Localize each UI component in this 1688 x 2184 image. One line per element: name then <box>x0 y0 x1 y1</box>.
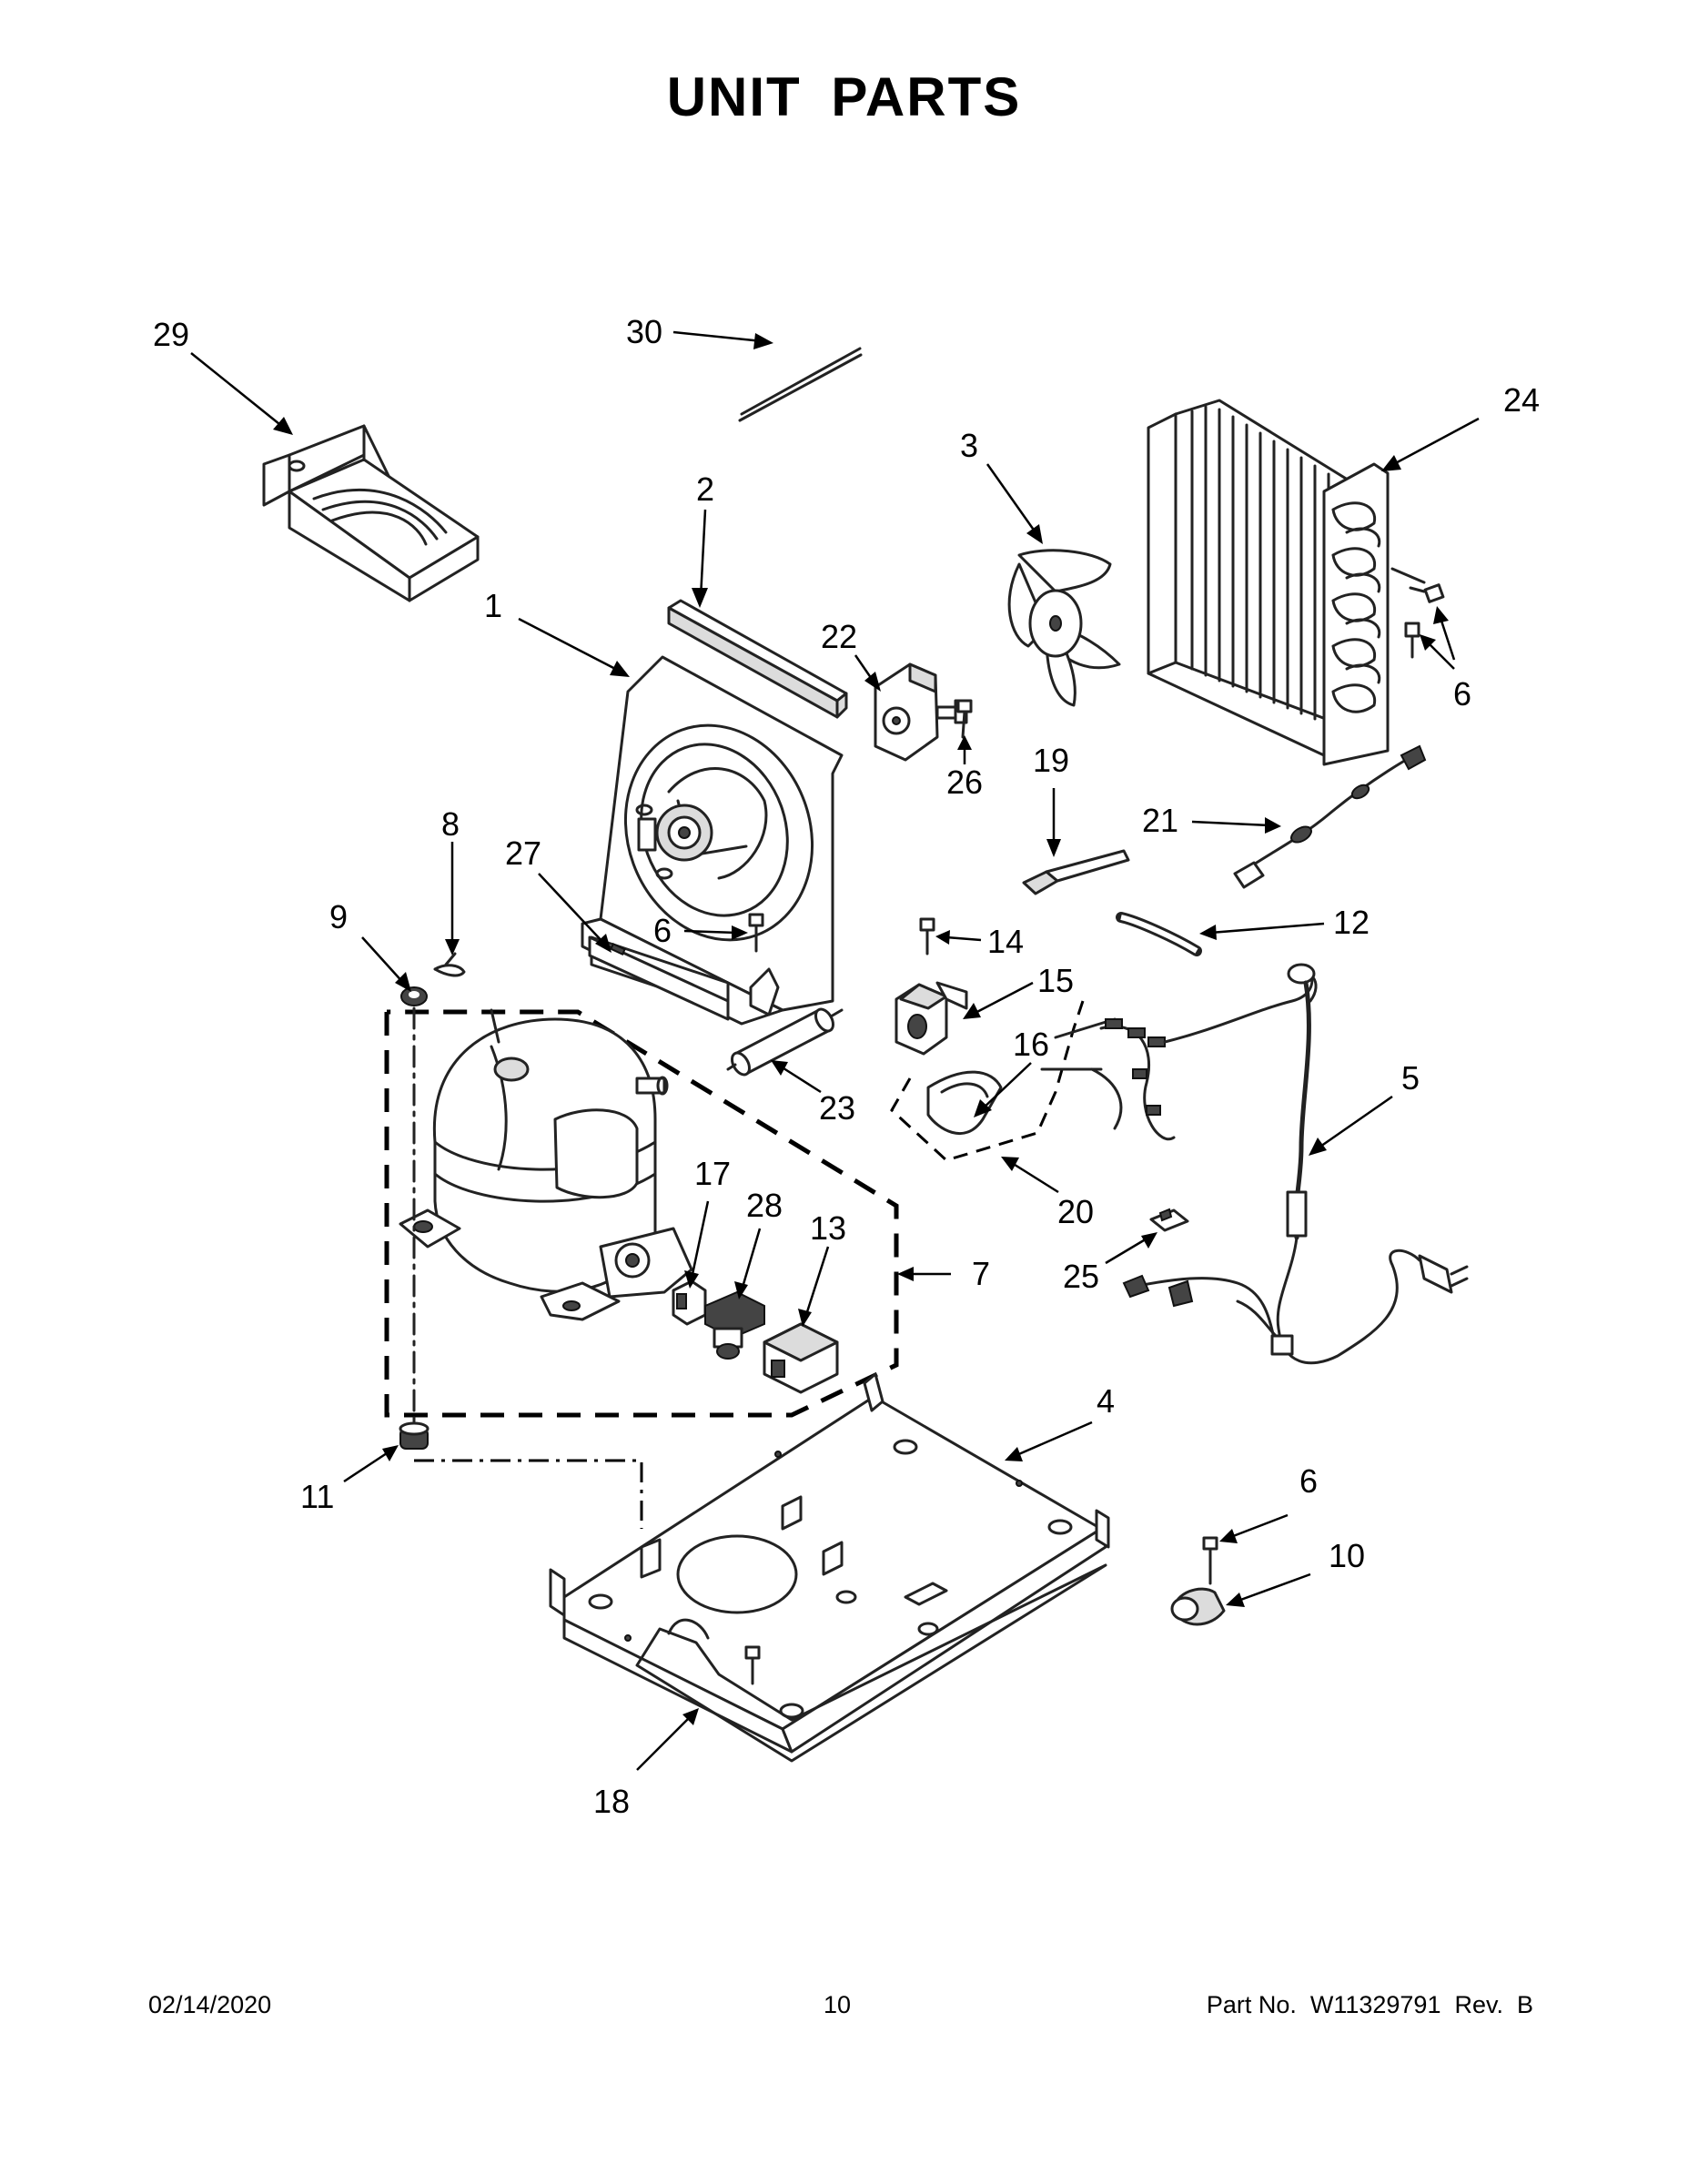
callout-6-shroud: 6 <box>653 912 672 949</box>
callout-15: 15 <box>1037 962 1074 999</box>
callout-17: 17 <box>694 1155 731 1192</box>
compressor-part <box>399 1008 693 1321</box>
grommet-part-9 <box>400 986 428 1006</box>
page-title: UNIT PARTS <box>666 66 1022 127</box>
screw-part-14 <box>919 917 935 956</box>
callout-20: 20 <box>1057 1193 1094 1230</box>
callout-11: 11 <box>300 1478 334 1515</box>
screw-part-26 <box>956 699 973 739</box>
drier-part <box>726 1007 844 1077</box>
wire-harness-part <box>1233 744 1427 889</box>
alignment-line <box>414 1459 643 1529</box>
callout-12: 12 <box>1333 904 1370 941</box>
grommet-part-11 <box>399 1006 430 1450</box>
callout-29: 29 <box>153 316 189 353</box>
screw-part-c <box>744 1645 761 1685</box>
callout-4: 4 <box>1097 1382 1115 1420</box>
wiring-group-part <box>890 972 1314 1162</box>
clip-part-25 <box>1149 1208 1189 1232</box>
fan-motor-part <box>874 662 968 762</box>
power-cord-harness-part <box>1122 963 1469 1365</box>
callout-9: 9 <box>329 898 348 935</box>
callout-21: 21 <box>1142 802 1178 839</box>
callout-23: 23 <box>819 1089 855 1127</box>
callout-27: 27 <box>505 834 541 872</box>
solenoid-valve-part <box>895 981 968 1056</box>
shroud-bracket-part <box>588 935 780 1021</box>
callout-24: 24 <box>1503 381 1540 419</box>
callout-6-base: 6 <box>1299 1462 1318 1500</box>
callout-5: 5 <box>1401 1059 1420 1097</box>
callout-14: 14 <box>987 923 1024 960</box>
callout-19: 19 <box>1033 742 1069 779</box>
footer-part-number: Part No. W11329791 Rev. B <box>1206 1991 1533 2018</box>
leader-lines <box>190 330 1480 1771</box>
clamp-part-10 <box>1170 1587 1226 1626</box>
callout-6-condenser: 6 <box>1453 675 1471 713</box>
callout-13: 13 <box>810 1209 846 1247</box>
compressor-kit-outline <box>384 1009 899 1418</box>
callout-16: 16 <box>1013 1026 1049 1063</box>
callout-30: 30 <box>626 313 662 350</box>
callout-18: 18 <box>593 1783 630 1820</box>
relay-part-17 <box>672 1279 707 1326</box>
footer-page-number: 10 <box>823 1991 852 2018</box>
callout-28: 28 <box>746 1187 783 1224</box>
callout-3: 3 <box>960 427 978 464</box>
callout-26: 26 <box>946 763 983 801</box>
callout-7: 7 <box>972 1255 990 1292</box>
callout-2: 2 <box>696 470 714 508</box>
base-insulation-part <box>635 1563 1107 1763</box>
callout-1: 1 <box>484 587 502 624</box>
wire-tie-part <box>738 347 863 422</box>
overload-part-28 <box>704 1290 765 1360</box>
tie-strap-part <box>1022 849 1130 895</box>
callout-22: 22 <box>821 618 857 655</box>
callout-10: 10 <box>1329 1537 1365 1574</box>
fan-blade-part <box>1007 549 1121 707</box>
clip-part-8 <box>433 952 466 977</box>
screw-part-a <box>748 913 764 953</box>
base-pan-part <box>549 1372 1110 1754</box>
screw-part-d <box>1202 1536 1218 1585</box>
callout-25: 25 <box>1063 1258 1099 1295</box>
foam-strip-part <box>667 599 848 719</box>
condenser-part <box>1147 399 1426 766</box>
callout-8: 8 <box>441 805 460 843</box>
capacitor-part-13 <box>763 1322 839 1394</box>
tube-part-12 <box>1116 912 1202 956</box>
drip-tray-part <box>262 424 480 602</box>
screw-part-b <box>1404 583 1445 659</box>
footer-date: 02/14/2020 <box>148 1991 272 2018</box>
callout-numbers: 29 30 24 3 2 1 22 6 26 19 21 8 27 9 6 12… <box>153 313 1540 1820</box>
